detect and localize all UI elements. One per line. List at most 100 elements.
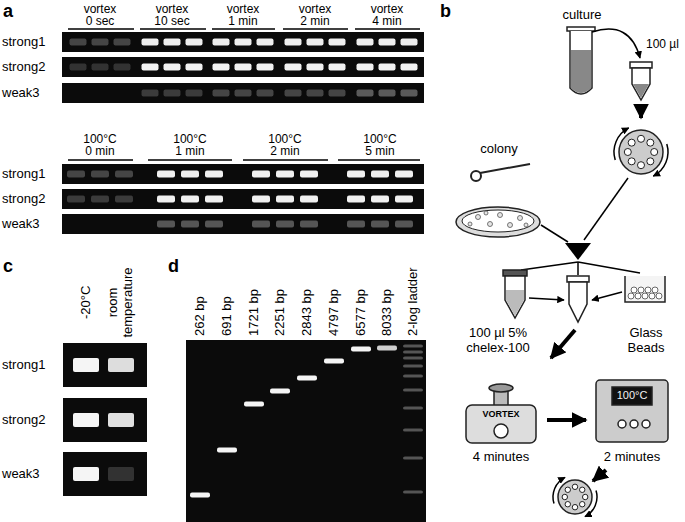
workflow-art bbox=[456, 27, 668, 481]
gel-strip bbox=[62, 57, 424, 77]
volume-label: 100 µl bbox=[646, 38, 679, 52]
lane-group-header: 100°C 2 min bbox=[265, 133, 305, 157]
gel-band bbox=[379, 64, 396, 71]
gel-band bbox=[217, 448, 237, 453]
gel-band bbox=[307, 39, 324, 46]
chelex-tube-node: 100 µl 5% chelex-100 bbox=[452, 266, 544, 364]
heat-block-node: 100°C2 minutes bbox=[586, 372, 678, 468]
gel-strip bbox=[63, 398, 147, 442]
gel-band bbox=[307, 90, 324, 97]
gel-band bbox=[401, 90, 418, 97]
gel-band bbox=[379, 39, 396, 46]
bead bbox=[656, 293, 662, 299]
petri-agar bbox=[462, 210, 534, 232]
culture-tube-node: culture bbox=[540, 6, 624, 102]
tube-cap bbox=[567, 276, 589, 282]
centrifuge-rotor bbox=[558, 480, 592, 514]
gel-band bbox=[377, 346, 397, 351]
gel-band bbox=[73, 413, 99, 427]
spin-arrow bbox=[585, 490, 597, 516]
rotor-slot bbox=[637, 135, 644, 142]
gel-bands bbox=[67, 39, 423, 498]
petri-dish bbox=[456, 207, 540, 237]
glass-beads-node: Glass Beads bbox=[612, 268, 680, 364]
gel-band bbox=[357, 90, 374, 97]
chelex-liquid bbox=[506, 290, 524, 316]
node-text: 4 minutes bbox=[455, 450, 547, 465]
bead bbox=[652, 287, 658, 293]
merge-arrow bbox=[565, 243, 591, 260]
gel-band bbox=[186, 90, 203, 97]
gel-band bbox=[205, 221, 223, 228]
step-arrow bbox=[551, 330, 575, 358]
chelex-tube bbox=[505, 276, 525, 318]
gel-band bbox=[403, 357, 423, 360]
gel-strip bbox=[63, 343, 147, 387]
gel-band bbox=[244, 402, 264, 407]
gel-band bbox=[329, 64, 346, 71]
rotor-slot bbox=[582, 494, 587, 499]
row-label: strong1 bbox=[2, 167, 45, 182]
culture-tube bbox=[570, 31, 592, 94]
rotor-slot bbox=[565, 501, 570, 506]
gel-band bbox=[73, 467, 99, 481]
gel-band bbox=[91, 171, 109, 178]
lane-group-header: vortex 4 min bbox=[367, 3, 407, 27]
gel-band bbox=[395, 221, 413, 228]
lane-group-header: vortex 2 min bbox=[295, 3, 335, 27]
gel-band bbox=[347, 221, 365, 228]
underline bbox=[243, 159, 328, 161]
gel-band bbox=[297, 376, 317, 381]
centrifuge-rotor bbox=[619, 130, 663, 174]
gel-band bbox=[351, 347, 371, 352]
gel-band bbox=[164, 64, 181, 71]
gel-band bbox=[205, 171, 223, 178]
gel-band bbox=[108, 413, 134, 427]
underline bbox=[355, 28, 420, 30]
underline bbox=[68, 159, 133, 161]
gel-band bbox=[403, 491, 423, 494]
heat-block-button bbox=[618, 420, 626, 428]
panel-letter: b bbox=[440, 1, 451, 22]
gel-strip bbox=[62, 83, 424, 103]
gel-band bbox=[186, 39, 203, 46]
gel-strip bbox=[63, 452, 147, 496]
rotor-slot bbox=[572, 484, 577, 489]
row-label: strong2 bbox=[2, 192, 45, 207]
gel-band bbox=[401, 39, 418, 46]
gel-band bbox=[403, 351, 423, 354]
row-label: strong2 bbox=[2, 413, 45, 428]
gel-strips bbox=[62, 32, 426, 522]
underline bbox=[148, 159, 232, 161]
gel-band bbox=[401, 64, 418, 71]
gel-band bbox=[108, 467, 134, 481]
gel-band bbox=[395, 171, 413, 178]
gel-band bbox=[142, 39, 159, 46]
gel-band bbox=[276, 196, 294, 203]
bead-dish bbox=[625, 276, 665, 302]
gel-band bbox=[114, 39, 131, 46]
spin-arrow bbox=[653, 144, 668, 176]
gel-band bbox=[395, 196, 413, 203]
gel-band bbox=[213, 64, 230, 71]
underline bbox=[283, 28, 348, 30]
group-underlines bbox=[68, 29, 420, 160]
node-text: Glass Beads bbox=[618, 326, 674, 356]
colony-dot bbox=[476, 215, 481, 220]
gel-band bbox=[142, 64, 159, 71]
bead bbox=[645, 287, 651, 293]
gel-band bbox=[403, 375, 423, 378]
node-text: VORTEX bbox=[455, 409, 547, 419]
rotor-slot bbox=[647, 139, 654, 146]
gel-band bbox=[67, 196, 85, 203]
add-arrow bbox=[592, 292, 622, 300]
lane-header: 8033 bp bbox=[380, 289, 395, 336]
gel-strip bbox=[62, 189, 424, 209]
lane-header: -20°C bbox=[79, 285, 94, 318]
row-label: strong1 bbox=[2, 35, 45, 50]
gel-band bbox=[252, 171, 270, 178]
gel-band bbox=[142, 90, 159, 97]
vortex-cup bbox=[489, 384, 513, 392]
gel-band bbox=[371, 196, 389, 203]
